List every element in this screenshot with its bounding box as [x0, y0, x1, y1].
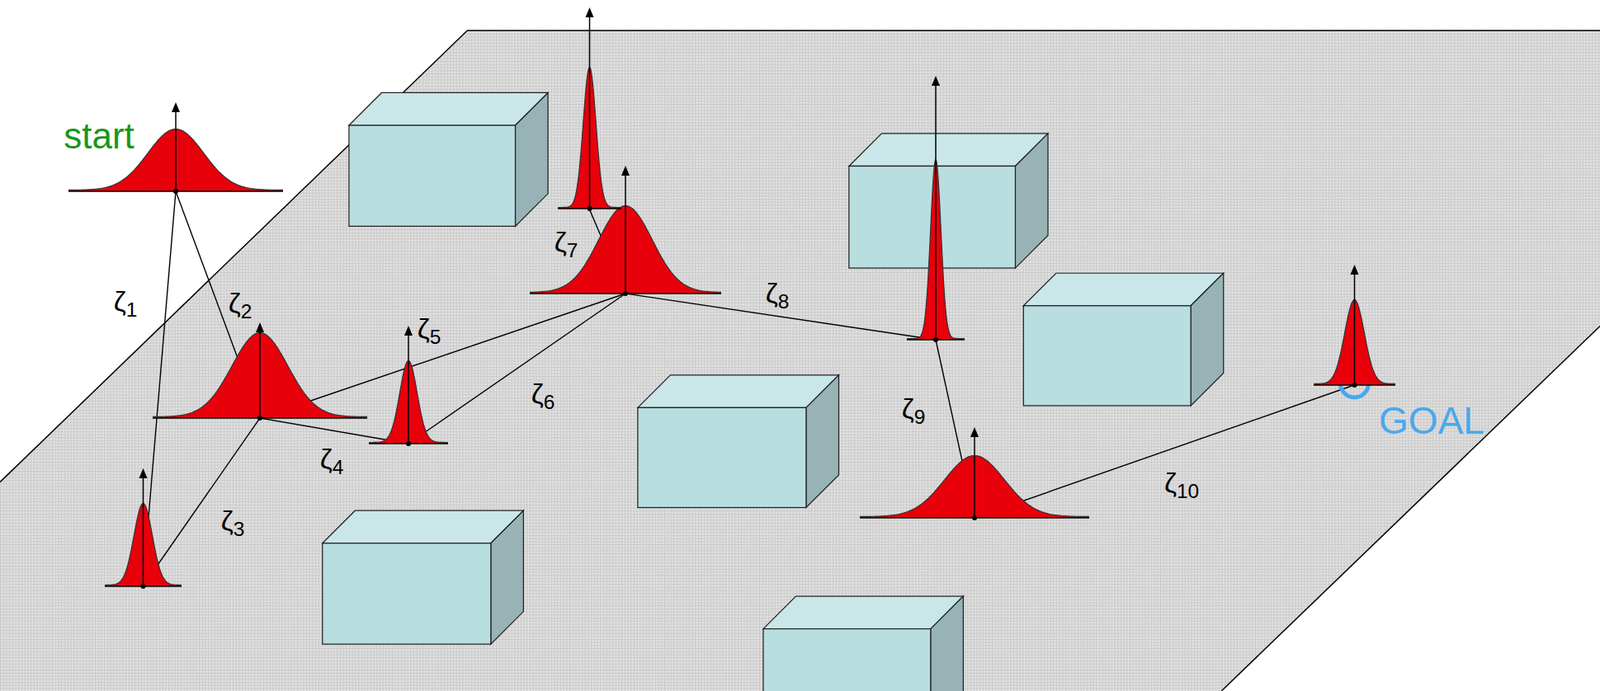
axis-arrowhead	[585, 7, 594, 18]
obstacle-box	[637, 375, 840, 509]
base-point	[586, 206, 592, 212]
edge-label: ζ8	[765, 278, 790, 307]
vertical-axis	[588, 16, 590, 209]
vertical-axis	[934, 84, 937, 340]
obstacle-box	[1023, 273, 1223, 406]
vertical-axis	[174, 111, 177, 192]
vertical-axis	[407, 335, 410, 444]
box-side	[1190, 273, 1224, 406]
gaussian-node	[859, 426, 1090, 520]
obstacle-group	[322, 92, 1224, 691]
gaussian-node	[152, 321, 368, 421]
gaussian-plot	[1313, 264, 1396, 388]
box-top	[637, 375, 840, 409]
gaussian-plot	[104, 467, 182, 589]
axis-arrowhead	[255, 322, 265, 333]
base-point	[933, 337, 939, 343]
node-label: start	[63, 117, 135, 155]
edge-label: ζ6	[531, 379, 556, 408]
box-side	[490, 510, 524, 645]
edge-label: ζ7	[554, 227, 579, 256]
edge-label: ζ4	[320, 444, 345, 473]
vertical-axis	[259, 331, 261, 419]
gaussian-plot	[859, 426, 1090, 520]
vertical-axis	[624, 174, 627, 294]
box-front	[763, 629, 931, 691]
gaussian-node: GOAL	[1313, 264, 1396, 388]
box-front	[349, 125, 516, 227]
obstacle-box	[322, 510, 524, 645]
vertical-axis	[973, 436, 976, 519]
vertical-axis	[141, 477, 144, 587]
path-segment	[974, 385, 1355, 519]
box-top	[322, 510, 524, 544]
edge-label: ζ9	[901, 394, 926, 423]
box-top	[849, 133, 1048, 167]
obstacle-box	[349, 92, 548, 227]
axis-arrowhead	[1349, 264, 1359, 275]
axis-arrowhead	[171, 102, 180, 113]
vertical-axis	[1353, 273, 1355, 386]
obstacle-box	[763, 596, 963, 691]
ground-plane	[0, 30, 1600, 691]
box-front	[637, 407, 807, 508]
base-point	[972, 515, 977, 521]
box-side	[514, 92, 548, 227]
edge-label: ζ5	[417, 314, 442, 343]
box-side	[1014, 133, 1048, 269]
axis-arrowhead	[621, 165, 630, 176]
edge-label: ζ3	[221, 506, 246, 535]
base-point	[1351, 382, 1357, 388]
gaussian-node	[104, 467, 182, 589]
base-point	[257, 415, 263, 421]
box-front	[322, 543, 491, 645]
path-segment	[259, 293, 626, 419]
base-point	[140, 584, 146, 590]
edge-label: ζ1	[113, 287, 138, 316]
base-point	[405, 441, 411, 447]
axis-arrowhead	[404, 325, 413, 336]
axis-arrowhead	[931, 75, 940, 86]
edge-label: ζ10	[1164, 468, 1199, 497]
node-label: GOAL	[1378, 401, 1485, 440]
gaussian-node	[557, 6, 622, 211]
ground-edge	[1221, 326, 1600, 691]
obstacle-box	[849, 133, 1048, 269]
box-side	[806, 375, 840, 509]
box-side	[930, 596, 964, 691]
axis-arrowhead	[970, 427, 979, 438]
gaussian-plot	[152, 321, 368, 421]
base-point	[173, 188, 179, 194]
box-top	[763, 596, 963, 630]
path-segment	[142, 418, 260, 587]
gaussian-plot	[906, 75, 965, 342]
gaussian-node	[906, 75, 965, 342]
base-point	[623, 291, 628, 297]
box-top	[349, 92, 548, 126]
axis-arrowhead	[138, 468, 147, 479]
gaussian-plot	[557, 6, 622, 211]
gaussian-node: start	[68, 101, 284, 194]
box-top	[1023, 273, 1223, 307]
path-segment	[408, 293, 626, 444]
box-front	[1023, 306, 1191, 406]
edge-label: ζ2	[228, 288, 253, 317]
